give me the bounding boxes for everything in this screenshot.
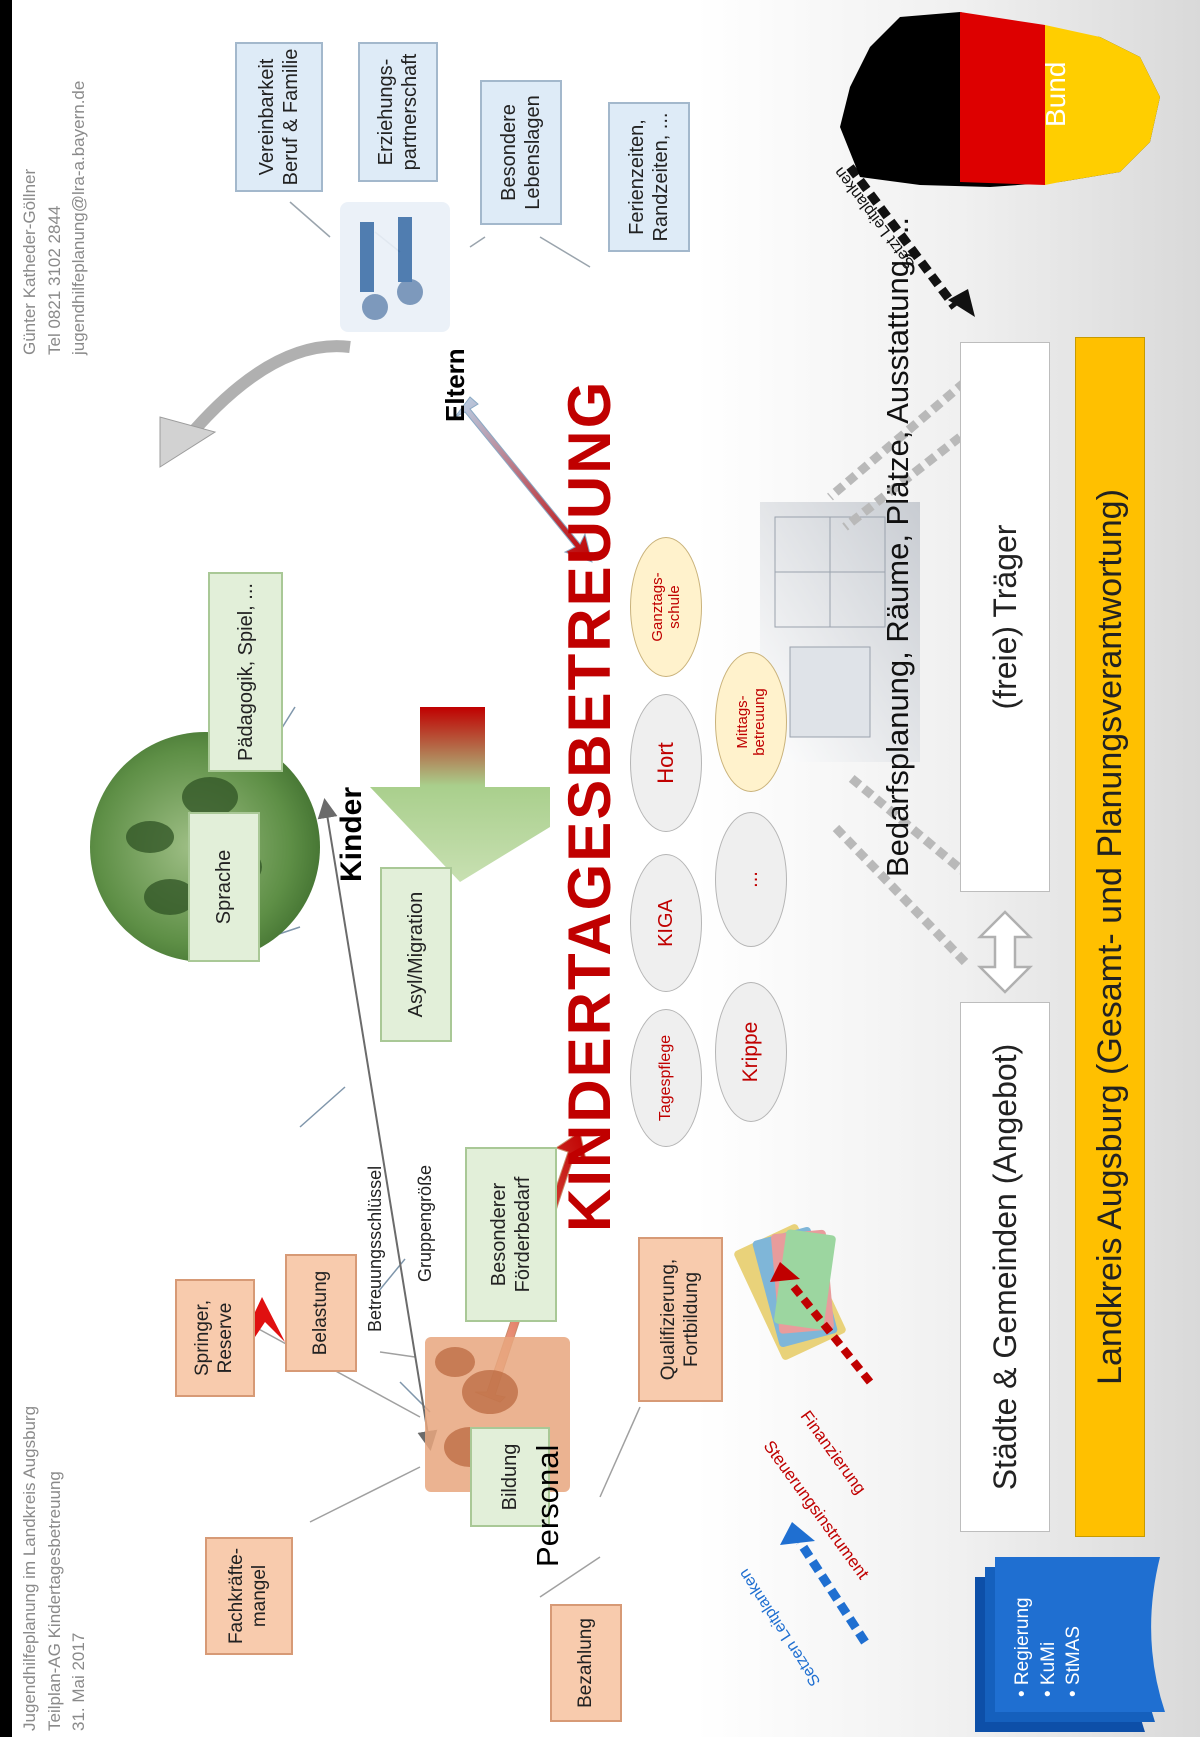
eltern-topic-vereinbarkeit: Vereinbarkeit Beruf & Familie	[235, 42, 323, 192]
kinder-topic-sprache: Sprache	[188, 812, 260, 962]
eltern-topic-ferienzeiten: Ferienzeiten, Randzeiten, ...	[608, 102, 690, 252]
personal-topic-qualifizierung: Qualifizierung, Fortbildung	[638, 1237, 723, 1402]
eltern-topic-erziehungspartnerschaft: Erziehungs- partnerschaft	[358, 42, 438, 182]
header-right: Günter Katheder-Göllner Tel 0821 3102 28…	[18, 81, 92, 355]
germany-map	[840, 12, 1160, 187]
grey-curved-arrow	[175, 340, 351, 451]
bund-label: Bund	[1040, 61, 1071, 127]
kinder-topic-paedagogik: Pädagogik, Spiel, ...	[208, 572, 283, 772]
eltern-topic-lebenslagen: Besondere Lebenslagen	[480, 80, 562, 225]
oval-tagespflege: Tagespflege	[630, 1009, 702, 1147]
header-right-name: Günter Katheder-Göllner	[20, 168, 39, 355]
personal-topic-springer: Springer, Reserve	[175, 1279, 255, 1397]
setzen-leitplanken-arrow	[796, 1539, 869, 1645]
oval-ganztagsschule: Ganztags- schule	[630, 537, 702, 677]
oval-ellipsis: ...	[715, 812, 787, 947]
eltern-figure	[340, 202, 450, 332]
staedte-traeger-arrow	[976, 910, 1034, 994]
link-betreuungsschluessel: Betreuungsschlüssel	[365, 1165, 385, 1332]
oval-mittagsbetreuung: Mittags- betreuung	[715, 652, 787, 792]
kinder-label: Kinder	[335, 786, 368, 882]
kinder-topic-foerderbedarf: Besonderer Förderbedarf	[465, 1147, 557, 1322]
regierung-item-1: Regierung	[1012, 1597, 1033, 1686]
traeger-box: (freie) Träger	[960, 342, 1050, 892]
green-block-arrow	[370, 707, 550, 882]
header-left-line2: Teilplan-AG Kindertagesbetreuung	[44, 1471, 64, 1731]
eltern-betreuung-arrow	[454, 396, 593, 563]
header-left-line1: Jugendhilfeplanung im Landkreis Augsburg	[20, 1405, 39, 1731]
eltern-label: Eltern	[440, 348, 470, 422]
building-image	[760, 502, 920, 762]
regierung-item-3: StMAS	[1063, 1625, 1085, 1686]
finanzierung-dashed-arrow	[786, 1279, 874, 1385]
grey-dashed-arrows	[827, 378, 973, 966]
header-right-tel: Tel 0821 3102 2844	[44, 205, 64, 355]
regierung-item-2: KuMi	[1037, 1641, 1059, 1686]
oval-kiga: KIGA	[630, 854, 702, 992]
staedte-box: Städte & Gemeinden (Angebot)	[960, 1002, 1050, 1532]
regierung-list: • Regierung • KuMi • StMAS	[1012, 1597, 1085, 1697]
oval-krippe: Krippe	[715, 982, 787, 1122]
kinder-topic-asyl: Asyl/Migration	[380, 867, 452, 1042]
oval-hort: Hort	[630, 694, 702, 832]
header-left: Jugendhilfeplanung im Landkreis Augsburg…	[18, 1406, 92, 1731]
header-left-line3: 31. Mai 2017	[69, 1632, 89, 1731]
personal-topic-bezahlung: Bezahlung	[550, 1604, 622, 1722]
regierung-doc-stack	[975, 1557, 1165, 1732]
personal-topic-belastung: Belastung	[285, 1254, 357, 1372]
center-title: KINDERTAGESBETREUUNG	[556, 379, 623, 1232]
bedarfsplanung-label: Bedarfsplanung, Räume, Plätze, Ausstattu…	[880, 216, 915, 877]
personal-label: Personal	[530, 1444, 565, 1567]
money-image	[734, 1224, 846, 1360]
personal-topic-fachkraeftemangel: Fachkräfte- mangel	[205, 1537, 293, 1655]
link-gruppengroesse: Gruppengröße	[415, 1164, 435, 1282]
landkreis-bar: Landkreis Augsburg (Gesamt- und Planungs…	[1075, 337, 1145, 1537]
setzt-leitplanken-arrow	[846, 164, 959, 310]
betreuungsschluessel-arrow	[317, 798, 438, 1451]
header-right-email: jugendhilfeplanung@lra-a.bayern.de	[69, 80, 89, 355]
